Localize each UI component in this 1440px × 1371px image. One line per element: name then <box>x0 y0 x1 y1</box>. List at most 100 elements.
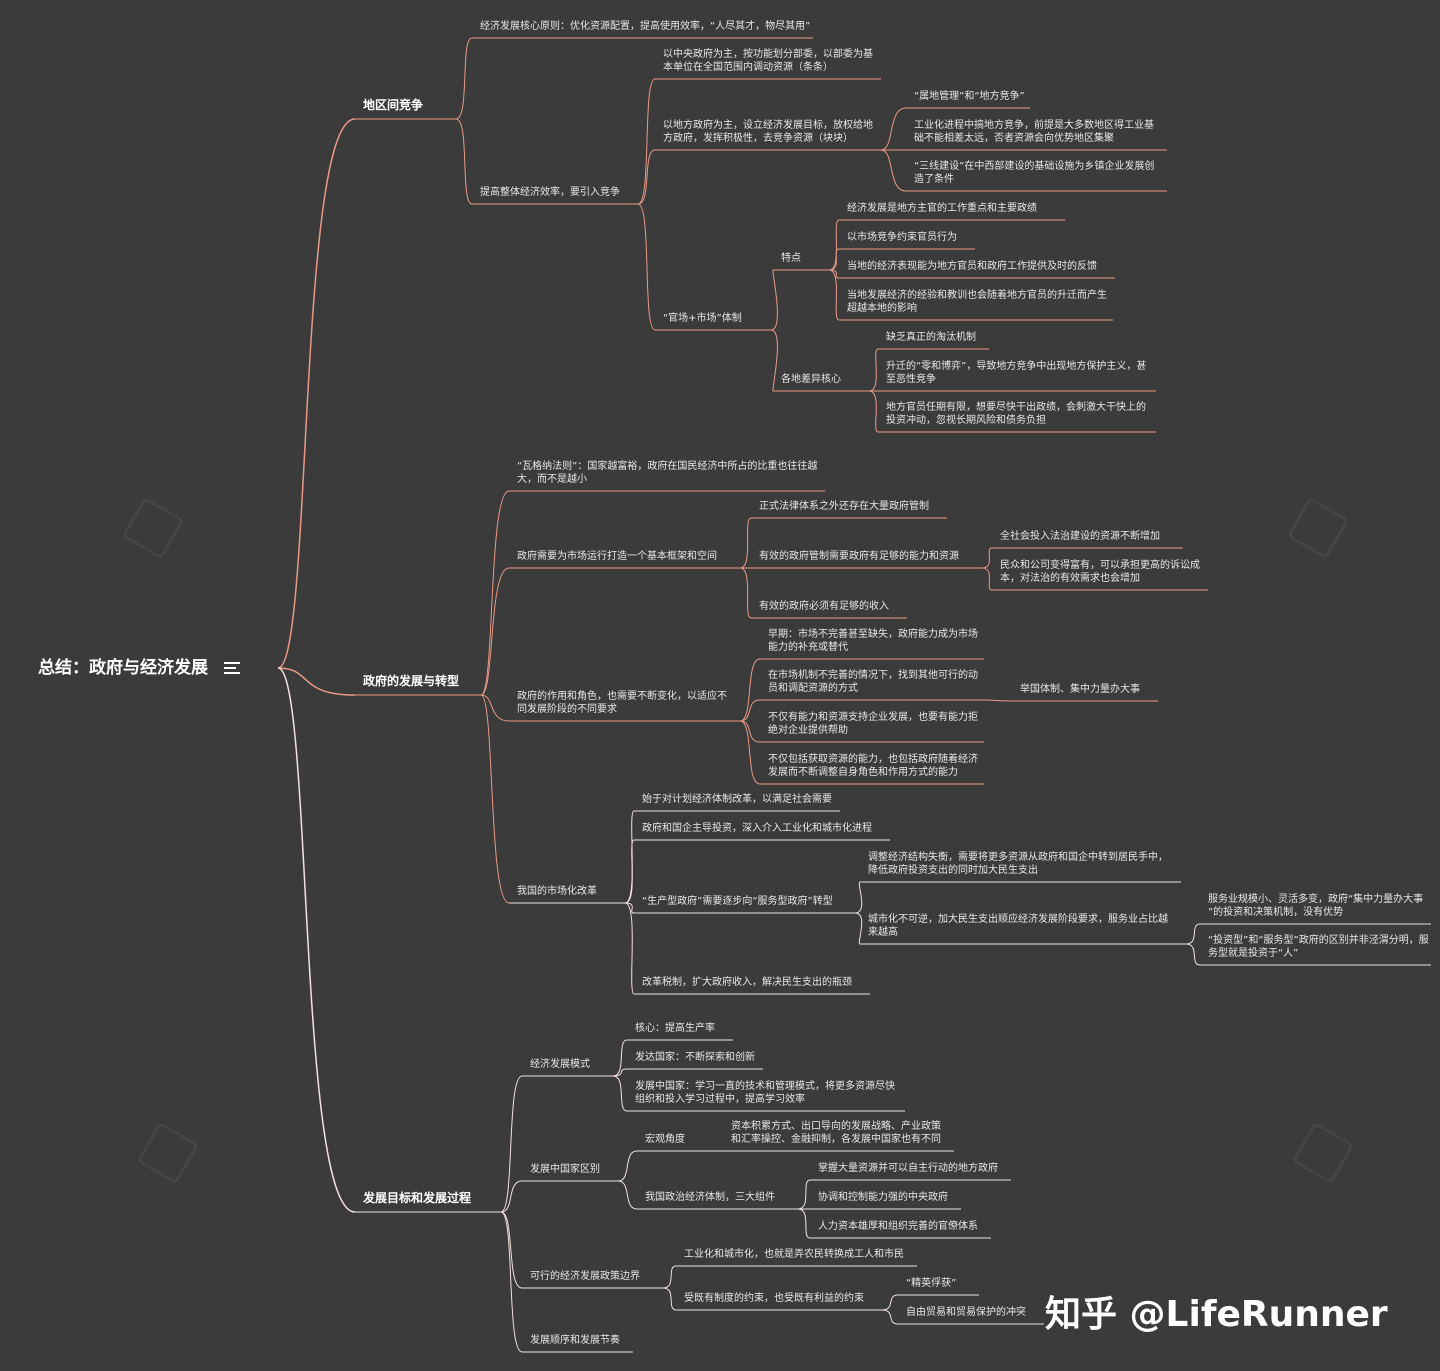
topic-b2[interactable]: 政府需要为市场运行打造一个基本框架和空间 <box>517 551 717 562</box>
topic-c1[interactable]: 经济发展模式 <box>530 1059 590 1070</box>
edge-c3a <box>662 1265 677 1289</box>
edge-c1c <box>612 1075 628 1112</box>
topic-c2b[interactable]: 我国政治经济体制，三大组件 <box>645 1192 775 1203</box>
edge-c4 <box>500 1211 523 1353</box>
edge-a2b3 <box>880 149 907 192</box>
topic-b3b1[interactable]: 举国体制、集中力量办大事 <box>1020 684 1140 695</box>
topic-b4b[interactable]: 政府和国企主导投资，深入介入工业化和城市化进程 <box>642 823 872 834</box>
edge-b4d <box>624 902 635 995</box>
edge-a2c2c <box>868 390 879 433</box>
edge-a2c2 <box>770 329 778 392</box>
watermark-text: 知乎 @LifeRunner <box>1045 1294 1388 1335</box>
topic-a2a[interactable]: 以中央政府为主，按功能划分部委，以部委为基 本单位在全国范围内调动资源（条条） <box>663 49 873 73</box>
topic-c3b[interactable]: 受既有制度的约束，也受既有利益的约束 <box>684 1293 864 1304</box>
edge-b3b1 <box>983 699 1013 702</box>
edge-c2b <box>617 1180 638 1210</box>
edge-b4b <box>624 839 635 904</box>
topic-a2b3[interactable]: “三线建设”在中西部建设的基础设施为乡镇企业发展创 造了条件 <box>914 161 1155 185</box>
edge-b1 <box>480 490 510 696</box>
topic-a2b2[interactable]: 工业化进程中搞地方竞争，前提是大多数地区得工业基 础不能相差太远，否者资源会向优… <box>914 120 1154 144</box>
topic-b3d[interactable]: 不仅包括获取资源的能力，也包括政府随着经济 发展而不断调整自身角色和作用方式的能… <box>768 754 978 778</box>
topic-c[interactable]: 发展目标和发展过程 <box>363 1191 472 1205</box>
edge-b4 <box>480 694 510 904</box>
topic-c1b[interactable]: 发达国家：不断探索和创新 <box>635 1052 755 1063</box>
topic-a2c1d[interactable]: 当地发展经济的经验和教训也会随着地方官员的升迁而产生 超越本地的影响 <box>847 290 1107 314</box>
topic-b[interactable]: 政府的发展与转型 <box>363 674 460 688</box>
topic-a2c1a[interactable]: 经济发展是地方主官的工作重点和主要政绩 <box>847 203 1037 214</box>
topic-c2b3[interactable]: 人力资本雄厚和组织完善的官僚体系 <box>818 1221 978 1232</box>
edge-a2b1 <box>880 107 907 151</box>
edge-a2c2a <box>868 348 879 392</box>
topic-b3c[interactable]: 不仅有能力和资源支持企业发展，也要有能力拒 绝对企业提供帮助 <box>768 712 978 736</box>
edge-c2 <box>500 1180 523 1213</box>
edge-b2b2 <box>981 567 993 591</box>
topic-b4c[interactable]: “生产型政府”需要逐步向“服务型政府”转型 <box>642 896 833 907</box>
topic-b2a[interactable]: 正式法律体系之外还存在大量政府管制 <box>759 501 929 512</box>
edge-a2b <box>637 149 656 205</box>
topic-c2b1[interactable]: 掌握大量资源并可以自主行动的地方政府 <box>818 1163 998 1174</box>
topic-b3[interactable]: 政府的作用和角色，也需要不断变化，以适应不 同发展阶段的不同要求 <box>517 691 727 715</box>
topic-b2b1[interactable]: 全社会投入法治建设的资源不断增加 <box>1000 531 1160 542</box>
topic-b3b[interactable]: 在市场机制不完善的情况下，找到其他可行的动 员和调配资源的方式 <box>768 670 978 694</box>
edge-c <box>277 667 356 1213</box>
edge-b4a <box>624 810 635 904</box>
edge-c3b1 <box>881 1294 899 1311</box>
topic-b4[interactable]: 我国的市场化改革 <box>517 886 597 897</box>
topic-a2[interactable]: 提高整体经济效率，要引入竞争 <box>480 187 620 198</box>
topic-c3b1[interactable]: “精英俘获” <box>906 1278 957 1289</box>
topic-b4c2[interactable]: 城市化不可逆，加大民生支出顺应经济发展阶段要求，服务业占比越 来越高 <box>868 914 1168 938</box>
edge-b <box>277 667 356 696</box>
edge-b3 <box>480 694 510 722</box>
edge-a2c1 <box>770 269 778 331</box>
topic-b4c2a[interactable]: 服务业规模小、灵活多变，政府“集中力量办大事 ”的投资和决策机制，没有优势 <box>1208 894 1424 918</box>
topic-a2c[interactable]: “官场+市场”体制 <box>663 313 742 324</box>
topic-a1[interactable]: 经济发展核心原则：优化资源配置，提高使用效率，“人尽其才，物尽其用” <box>480 21 811 32</box>
edge-b4c <box>624 902 635 914</box>
topic-b2c[interactable]: 有效的政府必须有足够的收入 <box>759 601 889 612</box>
topic-c3[interactable]: 可行的经济发展政策边界 <box>530 1271 640 1282</box>
topic-c2a1[interactable]: 资本积累方式、出口导向的发展战略、产业政策 和汇率操控、金融抑制，各发展中国家也… <box>731 1121 941 1145</box>
edge-b2c <box>739 567 752 619</box>
topic-c2[interactable]: 发展中国家区别 <box>530 1164 600 1175</box>
topic-a2c2[interactable]: 各地差异核心 <box>781 374 841 385</box>
topic-b4c2b[interactable]: “投资型”和“服务型”政府的区别并非泾渭分明，服 务型就是投资于“人” <box>1208 935 1429 959</box>
edge-c2b1 <box>797 1179 811 1210</box>
menu-lines-icon[interactable] <box>223 659 240 677</box>
edge-c3 <box>500 1211 523 1289</box>
edge-a2c1a <box>828 219 840 271</box>
topic-c1c[interactable]: 发展中国家：学习一直的技术和管理模式，将更多资源尽快 组织和投入学习过程中，提高… <box>635 1081 895 1105</box>
topic-b3a[interactable]: 早期：市场不完善甚至缺失，政府能力成为市场 能力的补充或替代 <box>768 629 978 653</box>
edge-b2 <box>480 567 510 696</box>
edge-a1 <box>455 37 473 120</box>
edge-c3b <box>662 1287 677 1311</box>
topic-a2c1[interactable]: 特点 <box>781 253 801 264</box>
topic-c2b2[interactable]: 协调和控制能力强的中央政府 <box>818 1192 948 1203</box>
topic-c2a[interactable]: 宏观角度 <box>645 1134 685 1145</box>
topic-c1a[interactable]: 核心：提高生产率 <box>635 1023 715 1034</box>
topic-c3b2[interactable]: 自由贸易和贸易保护的冲突 <box>906 1307 1026 1318</box>
topic-a2c1b[interactable]: 以市场竞争约束官员行为 <box>847 232 957 243</box>
edge-b4c2b <box>1185 943 1201 966</box>
edge-b3c <box>739 720 761 743</box>
edge-c1b <box>612 1068 628 1077</box>
root-topic[interactable]: 总结：政府与经济发展 <box>38 656 240 680</box>
topic-b4a[interactable]: 始于对计划经济体制改革，以满足社会需要 <box>642 794 832 805</box>
topic-c3a[interactable]: 工业化和城市化，也就是弄农民转换成工人和市民 <box>684 1249 904 1260</box>
topic-a2c1c[interactable]: 当地的经济表现能为地方官员和政府工作提供及时的反馈 <box>847 261 1097 272</box>
topic-b4c1[interactable]: 调整经济结构失衡，需要将更多资源从政府和国企中转到居民手中， 降低政府投资支出的… <box>868 852 1168 876</box>
topic-a2c2b[interactable]: 升迁的“零和博弈”，导致地方竞争中出现地方保护主义，甚 至恶性竞争 <box>886 361 1147 385</box>
topic-a[interactable]: 地区间竞争 <box>363 98 424 112</box>
topic-c4[interactable]: 发展顺序和发展节奏 <box>530 1335 620 1346</box>
topic-a2b1[interactable]: “属地管理”和“地方竞争” <box>914 91 1025 102</box>
topic-b2b[interactable]: 有效的政府管制需要政府有足够的能力和资源 <box>759 551 959 562</box>
topic-a2c2a[interactable]: 缺乏真正的淘汰机制 <box>886 332 976 343</box>
topic-b1[interactable]: “瓦格纳法则”：国家越富裕，政府在国民经济中所占的比重也往往越 大，而不是越小 <box>517 461 818 485</box>
topic-a2c2c[interactable]: 地方官员任期有限，想要尽快干出政绩，会刺激大干快上的 投资冲动，忽视长期风险和债… <box>886 402 1146 426</box>
edge-b3b <box>739 699 761 722</box>
topic-b4d[interactable]: 改革税制，扩大政府收入，解决民生支出的瓶颈 <box>642 977 852 988</box>
edge-b3a <box>739 658 761 722</box>
topic-a2b[interactable]: 以地方政府为主，设立经济发展目标，放权给地 方政府，发挥积极性，去竞争资源（块块… <box>663 120 873 144</box>
topic-b2b2[interactable]: 民众和公司变得富有，可以承担更高的诉讼成 本，对法治的有效需求也会增加 <box>1000 560 1200 584</box>
